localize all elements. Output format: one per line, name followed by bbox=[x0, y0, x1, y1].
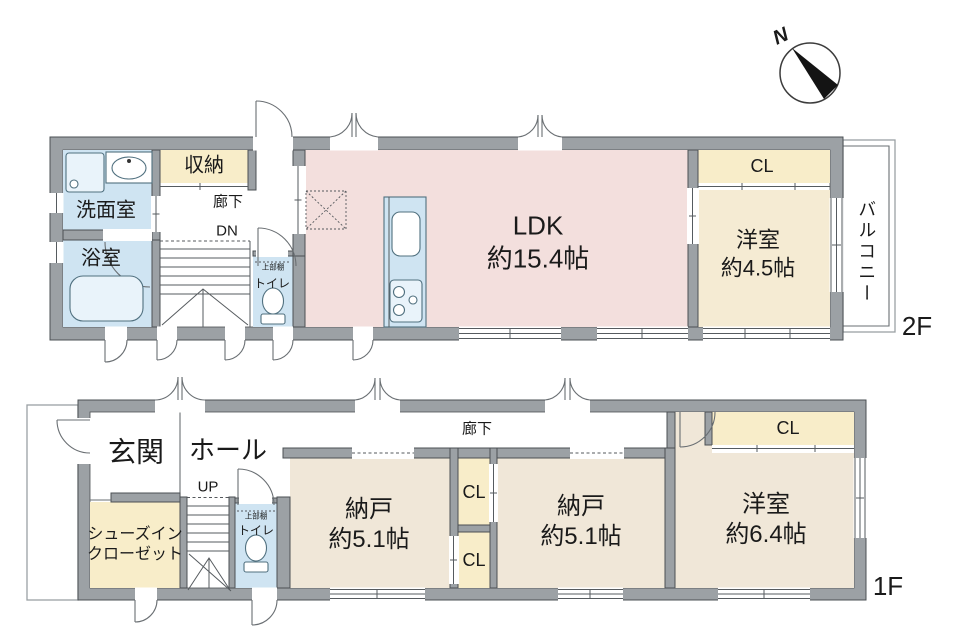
room-label-ldk: LDK 約15.4帖 bbox=[487, 210, 590, 275]
room-shoe-closet-1f bbox=[90, 502, 180, 588]
room-storage2-1f bbox=[497, 458, 665, 588]
compass-rose bbox=[779, 42, 841, 104]
room-label-toilet-2f: トイレ bbox=[253, 276, 291, 291]
open-hatch-icon bbox=[305, 190, 347, 230]
room-label-entrance: 玄関 bbox=[107, 436, 165, 468]
floorplan-1f bbox=[26, 376, 867, 626]
shoe-closet-line2: クローゼット bbox=[86, 546, 184, 563]
bathtub-icon bbox=[69, 275, 144, 322]
kitchen-counter-icon bbox=[383, 196, 427, 328]
door-entrance-1f bbox=[56, 418, 91, 464]
room-label-western-2f: 洋室 約4.5帖 bbox=[721, 227, 796, 282]
room-label-storage1: 納戸 約5.1帖 bbox=[328, 495, 409, 555]
floor-label-1f: 1F bbox=[872, 570, 904, 601]
porch-outline bbox=[26, 404, 79, 601]
door-toilet-1f bbox=[237, 468, 275, 506]
room-label-storage-2f: 収納 bbox=[184, 154, 224, 177]
western-1f-name: 洋室 bbox=[742, 491, 790, 518]
western-2f-size: 約4.5帖 bbox=[720, 255, 796, 280]
stairs-2f bbox=[160, 240, 251, 327]
room-label-bathroom-2f: 浴室 bbox=[81, 247, 121, 270]
stairs-up-label: UP bbox=[197, 478, 219, 496]
western-1f-size: 約6.4帖 bbox=[725, 521, 807, 548]
storage1-name: 納戸 bbox=[345, 496, 393, 523]
room-label-hallway-1f: 廊下 bbox=[461, 420, 493, 438]
window-right-1f bbox=[853, 458, 867, 538]
room-closet-2f bbox=[698, 150, 830, 183]
room-label-toilet-1f: トイレ bbox=[237, 523, 275, 538]
room-label-hallway-2f: 廊下 bbox=[212, 193, 244, 211]
ldk-size: 約15.4帖 bbox=[486, 243, 590, 273]
door-toilet-2f bbox=[256, 227, 297, 267]
storage2-name: 納戸 bbox=[557, 493, 605, 520]
storage1-size: 約5.1帖 bbox=[328, 526, 410, 553]
stairs-1f bbox=[187, 497, 232, 592]
room-closet-lower-1f bbox=[458, 532, 490, 588]
floorplan-2f bbox=[49, 100, 896, 363]
balcony-label: バルコニー bbox=[856, 199, 877, 305]
room-closet-upper-1f bbox=[458, 458, 490, 525]
closet-upper-label: CL bbox=[462, 481, 486, 502]
ldk-name: LDK bbox=[512, 210, 564, 241]
compass-needle-icon bbox=[792, 48, 838, 99]
floor-label-2f: 2F bbox=[901, 310, 933, 341]
closet-doors-1f bbox=[449, 445, 854, 584]
vanity-sink-icon bbox=[105, 151, 153, 184]
shelf-label-2f: 上部棚 bbox=[261, 262, 285, 272]
window-casement-bottom-2f bbox=[104, 326, 374, 363]
closet-label-2f: CL bbox=[750, 155, 774, 176]
room-label-storage2: 納戸 約5.1帖 bbox=[540, 492, 621, 552]
room-closet-west-1f bbox=[712, 412, 854, 445]
washing-machine-pan-icon bbox=[65, 152, 105, 193]
room-label-western-1f: 洋室 約6.4帖 bbox=[725, 490, 806, 550]
window-casement-top-2f bbox=[253, 100, 563, 151]
storage2-size: 約5.1帖 bbox=[540, 523, 622, 550]
room-label-washroom-2f: 洗面室 bbox=[76, 199, 136, 222]
sliding-door-storage-2f bbox=[160, 183, 248, 190]
toilet-1f-icon bbox=[237, 510, 275, 573]
room-label-shoe-closet: シューズイン クローゼット bbox=[87, 525, 183, 565]
sliding-door-storage1-1f bbox=[352, 447, 414, 459]
window-bottom-1f bbox=[134, 587, 810, 626]
shoe-closet-line1: シューズイン bbox=[87, 526, 183, 543]
sliding-door-washroom-2f bbox=[151, 196, 161, 232]
room-ldk-2f bbox=[305, 150, 688, 327]
closet-lower-label: CL bbox=[462, 549, 486, 570]
room-storage-2f bbox=[160, 150, 248, 183]
stairs-down-label: DN bbox=[216, 222, 238, 240]
shelf-label-1f: 上部棚 bbox=[244, 511, 268, 521]
western-2f-name: 洋室 bbox=[735, 227, 780, 253]
room-western-2f bbox=[698, 190, 830, 327]
closet-doors-2f bbox=[698, 183, 830, 190]
sliding-door-storage2-1f bbox=[570, 447, 624, 459]
balcony-outline bbox=[842, 139, 896, 333]
toilet-2f-icon bbox=[255, 261, 291, 325]
sliding-door-western-2f bbox=[687, 188, 699, 244]
room-label-hall: ホール bbox=[188, 434, 268, 465]
closet-west-label: CL bbox=[776, 417, 800, 438]
door-western-1f bbox=[679, 411, 716, 448]
sliding-door-ldk-2f bbox=[292, 166, 306, 234]
window-casement-top-1f bbox=[154, 376, 591, 413]
room-storage1-1f bbox=[290, 458, 450, 588]
window-sliding-2f bbox=[49, 193, 844, 341]
